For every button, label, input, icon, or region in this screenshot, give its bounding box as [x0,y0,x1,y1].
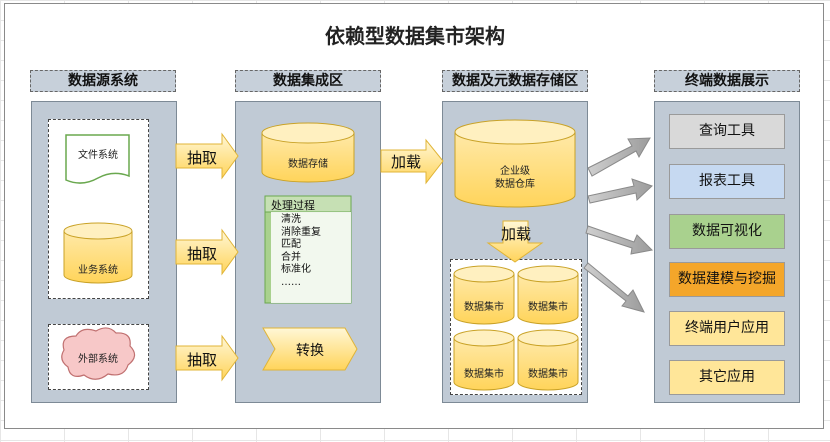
tool-query: 查询工具 [669,114,785,149]
tool-other-app: 其它应用 [669,360,785,395]
diagram-title: 依赖型数据集市架构 [325,24,505,48]
label-load-1: 加载 [390,153,421,171]
label-data-store: 数据存储 [288,159,328,170]
mart-cylinder-4 [517,329,579,391]
label-mart: 数据集市 [464,302,504,313]
header-display: 终端数据展示 [654,70,800,92]
display-arrow-3 [585,225,654,255]
extract-arrow-2 [175,228,239,276]
datastore-cylinder [261,122,355,183]
tool-end-user-app: 终端用户应用 [669,311,785,346]
label-extract-1: 抽取 [186,149,217,167]
display-arrow-4 [583,262,645,313]
mart-cylinder-3 [453,329,515,391]
label-extract-3: 抽取 [186,351,217,369]
process-item: 匹配 [281,239,301,250]
label-mart: 数据集市 [464,369,504,380]
extract-arrow-3 [175,334,239,382]
tool-visualization: 数据可视化 [669,214,785,249]
label-mart: 数据集市 [528,369,568,380]
display-arrow-1 [587,137,651,177]
label-warehouse-1: 企业级 [500,166,530,177]
process-item: 标准化 [281,264,311,275]
extract-arrow-1 [175,132,239,180]
label-external-system: 外部系统 [78,354,118,365]
label-transform: 转换 [296,343,324,359]
tool-modeling-mining: 数据建模与挖掘 [669,262,785,297]
business-cylinder [63,222,133,284]
header-storage: 数据及元数据存储区 [442,70,588,92]
label-extract-2: 抽取 [186,245,217,263]
header-source: 数据源系统 [30,70,176,92]
document-shape [65,134,130,184]
process-item: 清洗 [281,214,301,225]
cloud-shape [61,327,136,380]
label-mart: 数据集市 [528,302,568,313]
display-arrow-2 [587,178,653,204]
process-item: 合并 [281,251,301,263]
label-file-system: 文件系统 [78,150,118,161]
process-title: 处理过程 [271,199,315,212]
header-integration: 数据集成区 [235,70,381,92]
label-business-system: 业务系统 [78,265,118,276]
process-item: 消除重复 [281,226,321,238]
mart-cylinder-1 [453,265,515,325]
warehouse-cylinder [454,119,576,208]
label-warehouse-2: 数据仓库 [495,179,535,190]
load-arrow-2 [486,220,544,263]
tool-report: 报表工具 [669,164,785,199]
transform-chevron [262,327,358,371]
process-list: 清洗 消除重复 匹配 合并 标准化 …… [281,214,321,289]
process-item: …… [281,276,301,288]
mart-cylinder-2 [517,265,579,325]
panel-display [654,101,800,403]
label-load-2: 加载 [500,225,531,243]
load-arrow-1 [380,138,444,185]
